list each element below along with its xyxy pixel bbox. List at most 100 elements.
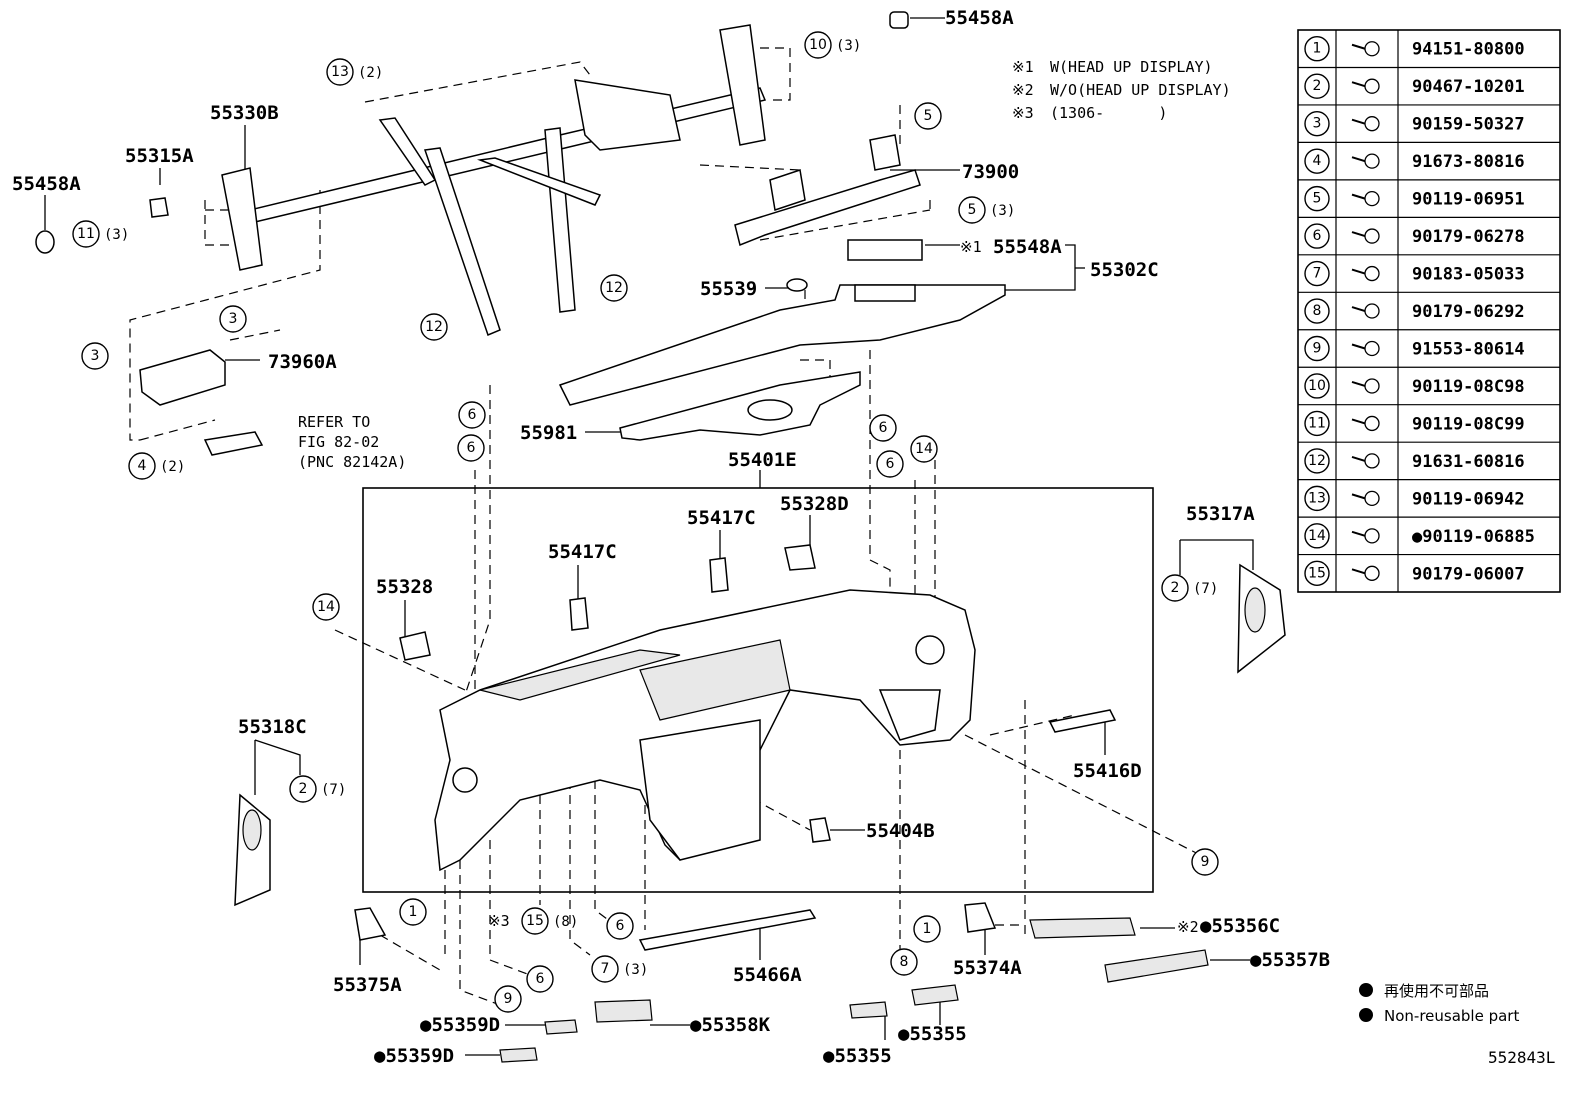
row-number-circle [1304, 335, 1330, 362]
fastener-icon [1351, 228, 1380, 244]
svg-text:(2): (2) [358, 65, 383, 81]
row-number: 2 [1313, 78, 1322, 94]
cover-55302C [558, 239, 1006, 406]
note-3-text: (1306- ) [1050, 104, 1167, 122]
label-55539: 55539 [700, 278, 757, 300]
callout-2b: 2(7) [289, 775, 346, 803]
svg-text:1: 1 [409, 904, 418, 920]
callout-5b: 5 (3) [958, 196, 1015, 224]
row-number: 13 [1308, 490, 1326, 506]
callout-3b: 3 [81, 342, 109, 370]
svg-text:7: 7 [601, 961, 610, 977]
svg-text:6: 6 [468, 407, 477, 423]
svg-text:11: 11 [77, 226, 95, 242]
note-2-mark: ※2 [1012, 81, 1034, 99]
row-number-circle [1304, 36, 1330, 62]
callout-7: 7(3) [591, 955, 648, 983]
part-number: 90119-08C98 [1412, 377, 1525, 397]
label-55458A-top: 55458A [945, 7, 1014, 29]
small-parts [399, 544, 1117, 843]
label-73960A: 73960A [268, 351, 337, 373]
label-55417C-a: 55417C [687, 507, 756, 529]
svg-text:(3): (3) [836, 38, 861, 54]
row-number-circle [1304, 373, 1330, 399]
table-row: 11 90119-08C99 [1304, 410, 1525, 437]
callout-13: 13 (2) [326, 58, 383, 86]
row-number-circle [1304, 560, 1330, 587]
legend-en: Non-reusable part [1384, 1007, 1519, 1025]
row-number: 12 [1308, 453, 1326, 469]
svg-text:5: 5 [924, 108, 933, 124]
row-number: 9 [1313, 340, 1322, 356]
refer-line-1: REFER TO [298, 413, 370, 431]
fastener-icon [1351, 340, 1380, 357]
fastener-icon [1351, 41, 1380, 57]
svg-text:10: 10 [809, 37, 827, 53]
label-55357B: ●55357B [1250, 949, 1330, 971]
callout-12a: 12 [600, 274, 628, 302]
svg-text:(3): (3) [990, 203, 1015, 219]
callout-9a: 9 [1191, 848, 1219, 876]
part-number: 90119-08C99 [1412, 414, 1525, 434]
row-number: 1 [1313, 41, 1322, 57]
fastener-icon [1351, 116, 1380, 132]
label-55401E: 55401E [728, 449, 797, 471]
svg-text:6: 6 [536, 971, 545, 987]
callout-9b: 9 [494, 985, 522, 1013]
callout-6c: 6 [869, 414, 897, 442]
table-row: 14●90119-06885 [1304, 523, 1535, 549]
callout-1b: 1 [913, 915, 941, 943]
svg-text:14: 14 [317, 599, 335, 615]
row-number-circle [1304, 298, 1330, 324]
callout-2a: 2(7) [1161, 574, 1218, 602]
row-number: 14 [1308, 528, 1326, 544]
notes-block: ※1 W(HEAD UP DISPLAY) ※2 W/O(HEAD UP DIS… [1012, 58, 1231, 122]
callout-11: 11(3) [72, 220, 129, 248]
callout-10: 10 (3) [804, 31, 861, 59]
row-number: 11 [1308, 415, 1326, 431]
row-number: 7 [1313, 266, 1322, 282]
legend-dot-1 [1359, 983, 1373, 997]
svg-text:3: 3 [91, 348, 100, 364]
legend-jp: 再使用不可部品 [1384, 982, 1489, 1000]
legend-dot-2 [1359, 1008, 1373, 1022]
svg-text:12: 12 [425, 319, 443, 335]
svg-text:6: 6 [886, 456, 895, 472]
label-55981: 55981 [520, 422, 577, 444]
fastener-icon [1351, 415, 1380, 432]
callout-14b: 14 [312, 593, 340, 621]
fastener-icon [1351, 565, 1380, 581]
svg-text:2: 2 [1171, 580, 1180, 596]
label-55417C-b: 55417C [548, 541, 617, 563]
leader-lines [44, 17, 1254, 1056]
label-73900: 73900 [962, 161, 1019, 183]
svg-text:5: 5 [968, 202, 977, 218]
svg-text:9: 9 [504, 991, 513, 1007]
label-55416D: 55416D [1073, 760, 1142, 782]
part-number: 94151-80800 [1412, 40, 1525, 60]
row-number-circle [1304, 185, 1330, 212]
cover-55981 [619, 371, 861, 441]
row-number-circle [1304, 148, 1330, 174]
svg-text:13: 13 [331, 64, 349, 80]
svg-text:6: 6 [879, 420, 888, 436]
row-number-circle [1304, 448, 1330, 474]
svg-text:9: 9 [1201, 854, 1210, 870]
fastener-icon [1351, 453, 1380, 469]
dashed-guides [129, 47, 1211, 1006]
part-number: 90179-06292 [1412, 302, 1525, 322]
row-number: 5 [1313, 191, 1322, 207]
instrument-panel-frame [362, 487, 1154, 893]
label-55375A: 55375A [333, 974, 402, 996]
label-mark3: ※3 [488, 912, 510, 930]
label-55328D: 55328D [780, 493, 849, 515]
row-number-circle [1304, 523, 1330, 549]
label-55356C: ●55356C [1200, 915, 1280, 937]
